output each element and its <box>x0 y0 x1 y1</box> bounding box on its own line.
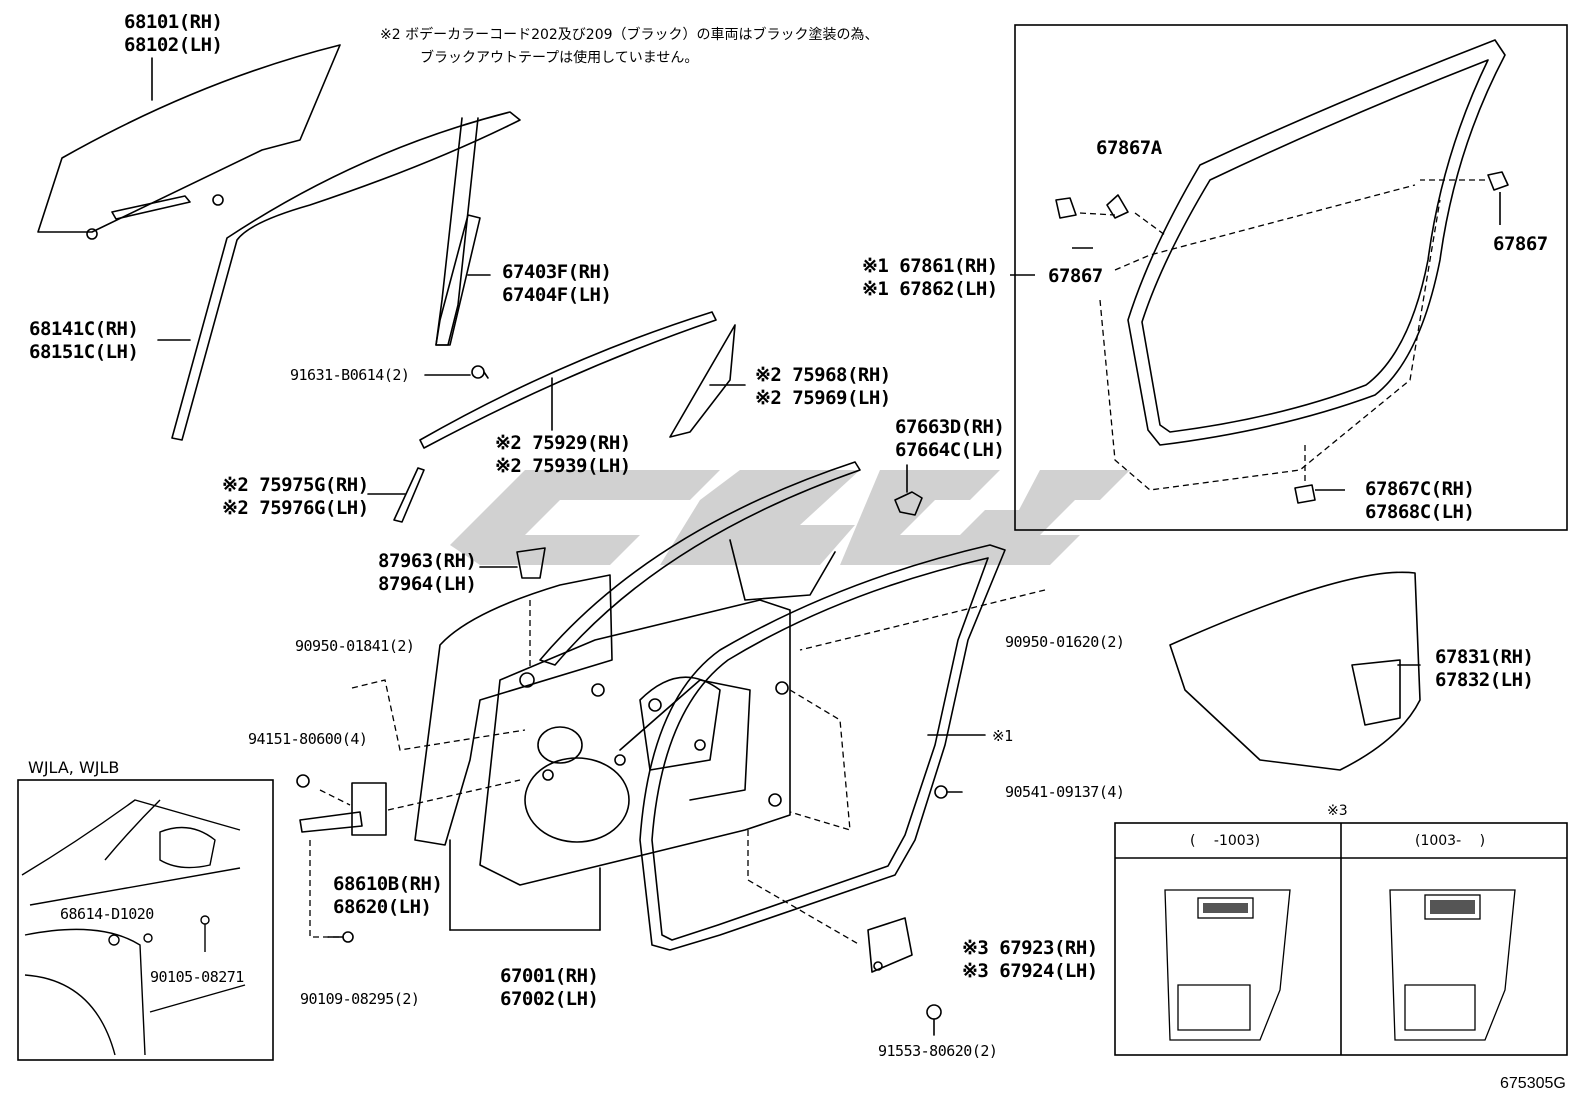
label-67867c: 67867C(RH) <box>1365 478 1475 500</box>
note-line-2: ブラックアウトテープは使用していません。 <box>420 50 699 66</box>
label-mark1: ※1 <box>992 727 1013 745</box>
label-91631: 91631-B0614(2) <box>290 366 410 384</box>
glass-run <box>171 111 521 441</box>
inset-wjla-title: WJLA, WJLB <box>28 758 120 777</box>
label-75929: ※2 75929(RH) <box>495 432 631 454</box>
inset-note3-col1: ( -1003) <box>1190 833 1261 849</box>
label-67924: ※3 67924(LH) <box>962 960 1098 982</box>
label-75976g: ※2 75976G(LH) <box>222 497 369 519</box>
label-87964: 87964(LH) <box>378 573 477 595</box>
label-90950-01620: 90950-01620(2) <box>1005 633 1125 651</box>
label-68610b: 68610B(RH) <box>333 873 443 895</box>
label-67664c: 67664C(LH) <box>895 439 1005 461</box>
label-90109: 90109-08295(2) <box>300 990 420 1008</box>
service-hole-cover <box>1169 571 1421 771</box>
label-90950-01841: 90950-01841(2) <box>295 637 415 655</box>
note-line-1: ※2 ボデーカラーコード202及び209（ブラック）の車両はブラック塗装の為、 <box>380 27 879 43</box>
door-panel <box>414 574 613 846</box>
door-glass <box>37 44 341 233</box>
label-67867-right: 67867 <box>1493 233 1548 255</box>
door-weatherstrip <box>639 544 1006 951</box>
label-67832: 67832(LH) <box>1435 669 1534 691</box>
label-68151c: 68151C(LH) <box>29 341 139 363</box>
label-67867-left: 67867 <box>1048 265 1103 287</box>
label-67923: ※3 67923(RH) <box>962 937 1098 959</box>
label-67663d: 67663D(RH) <box>895 416 1005 438</box>
belt-moulding <box>419 311 717 449</box>
label-67868c: 67868C(LH) <box>1365 501 1475 523</box>
watermark-logo <box>450 470 1130 565</box>
division-bar <box>435 214 481 346</box>
label-75939: ※2 75939(LH) <box>495 455 631 477</box>
label-67831: 67831(RH) <box>1435 646 1534 668</box>
label-68101: 68101(RH) <box>124 11 223 33</box>
label-67867a: 67867A <box>1096 137 1162 159</box>
label-67404f: 67404F(LH) <box>502 284 612 306</box>
label-67001: 67001(RH) <box>500 965 599 987</box>
label-67403f: 67403F(RH) <box>502 261 612 283</box>
label-75975g: ※2 75975G(RH) <box>222 474 369 496</box>
label-91553: 91553-80620(2) <box>878 1042 998 1060</box>
pillar-tape <box>669 324 736 438</box>
inset-box-wjla <box>17 779 274 1061</box>
opening-seal <box>1127 39 1506 446</box>
label-67002: 67002(LH) <box>500 988 599 1010</box>
figure-id: 675305G <box>1500 1075 1566 1092</box>
label-90105-08271: 90105-08271 <box>150 968 244 986</box>
label-67862: ※1 67862(LH) <box>862 278 998 300</box>
label-90541: 90541-09137(4) <box>1005 783 1125 801</box>
label-94151: 94151-80600(4) <box>248 730 368 748</box>
label-68620: 68620(LH) <box>333 896 432 918</box>
label-68102: 68102(LH) <box>124 34 223 56</box>
inset-box-seal <box>1014 24 1568 531</box>
label-75968: ※2 75968(RH) <box>755 364 891 386</box>
label-75969: ※2 75969(LH) <box>755 387 891 409</box>
label-67861: ※1 67861(RH) <box>862 255 998 277</box>
label-87963: 87963(RH) <box>378 550 477 572</box>
label-68141c: 68141C(RH) <box>29 318 139 340</box>
inset-note3-title: ※3 <box>1327 803 1348 819</box>
label-68614-d1020: 68614-D1020 <box>60 905 154 923</box>
inset-note3-col2: (1003- ) <box>1415 833 1486 849</box>
